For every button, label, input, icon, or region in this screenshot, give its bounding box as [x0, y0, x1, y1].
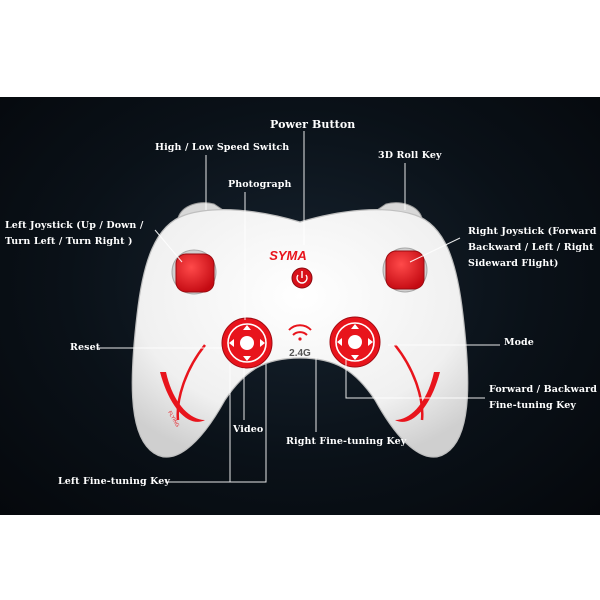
left-swoosh-accent — [160, 372, 205, 422]
right-dpad-down-arrow — [351, 355, 359, 360]
leader-lines — [98, 131, 500, 483]
label-video: Video — [233, 424, 264, 435]
label-fb-fine-1: Forward / Backward — [489, 384, 597, 395]
label-right-joystick-3: Sideward Flight) — [468, 258, 559, 269]
label-power-button: Power Button — [270, 118, 356, 131]
left-dpad-down-arrow — [243, 356, 251, 361]
label-mode: Mode — [504, 337, 534, 348]
wireless-icon — [288, 324, 312, 341]
label-right-joystick-2: Backward / Left / Right — [468, 242, 594, 253]
left-dpad-ring — [227, 323, 267, 363]
right-dpad-center[interactable] — [348, 335, 362, 349]
label-photograph: Photograph — [228, 179, 292, 190]
label-reset: Reset — [70, 342, 101, 353]
left-dpad-left-arrow — [229, 339, 234, 347]
label-left-joystick-2: Turn Left / Turn Right ) — [5, 236, 133, 247]
right-dpad-left-arrow — [337, 338, 342, 346]
label-left-fine: Left Fine-tuning Key — [58, 476, 171, 487]
label-roll-key: 3D Roll Key — [378, 150, 442, 161]
left-dpad-center[interactable] — [240, 336, 254, 350]
label-speed-switch: High / Low Speed Switch — [155, 142, 290, 153]
label-fb-fine-2: Fine-tuning Key — [489, 400, 577, 411]
left-swoosh-accent-2 — [176, 344, 206, 421]
label-right-fine: Right Fine-tuning Key — [286, 436, 407, 447]
right-swoosh-accent-2 — [394, 344, 424, 421]
power-icon — [296, 274, 308, 284]
controller-body — [131, 209, 469, 458]
right-dpad-ring — [335, 322, 375, 362]
left-dpad-up-arrow — [243, 325, 251, 330]
right-joystick[interactable] — [385, 250, 425, 290]
label-left-joystick-1: Left Joystick (Up / Down / — [5, 220, 144, 231]
label-right-joystick-1: Right Joystick (Forward / — [468, 226, 600, 237]
right-dpad-up-arrow — [351, 324, 359, 329]
right-swoosh-accent — [395, 372, 440, 422]
left-joystick[interactable] — [175, 253, 215, 293]
right-dpad-right-arrow — [368, 338, 373, 346]
brand-logo: SYMA — [269, 248, 307, 263]
left-dpad-right-arrow — [260, 339, 265, 347]
frequency-label: 2.4G — [289, 348, 311, 359]
